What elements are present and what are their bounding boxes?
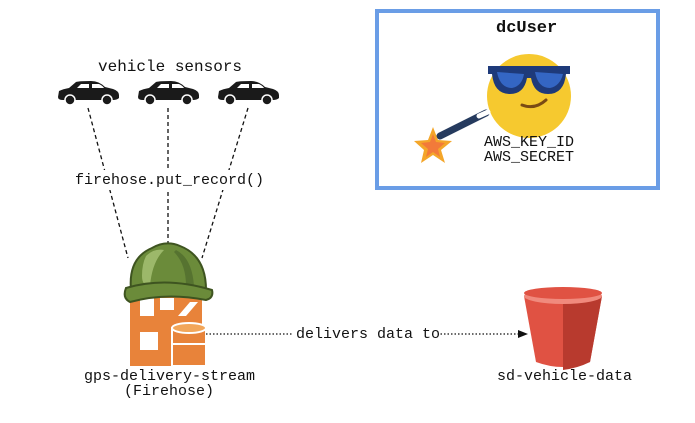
firehose-icon: [130, 290, 207, 367]
vehicle-sensors-label: vehicle sensors: [98, 58, 243, 76]
user-name: dcUser: [496, 19, 558, 38]
edge-label: delivers data to: [296, 326, 441, 343]
aws-secret-label: AWS_SECRET: [484, 149, 575, 166]
stream-service-label: (Firehose): [124, 383, 215, 400]
user-credentials-box: [375, 9, 660, 190]
edge-label-bg: [292, 324, 440, 344]
s3-bucket-icon: [524, 287, 602, 370]
car-icon: [58, 81, 119, 106]
delivery-arrowhead: [518, 330, 528, 338]
sunglasses-face-icon: [487, 54, 571, 138]
api-call-label: firehose.put_record(): [75, 172, 265, 189]
bucket-name-label: sd-vehicle-data: [497, 368, 633, 385]
car-icon: [138, 81, 199, 106]
stream-name-label: gps-delivery-stream: [84, 368, 256, 385]
hard-hat-icon: [123, 242, 214, 304]
aws-key-id-label: AWS_KEY_ID: [484, 134, 575, 151]
api-label-bg: [72, 170, 264, 190]
magic-wand-icon: [414, 109, 491, 163]
car-icon: [218, 81, 279, 106]
